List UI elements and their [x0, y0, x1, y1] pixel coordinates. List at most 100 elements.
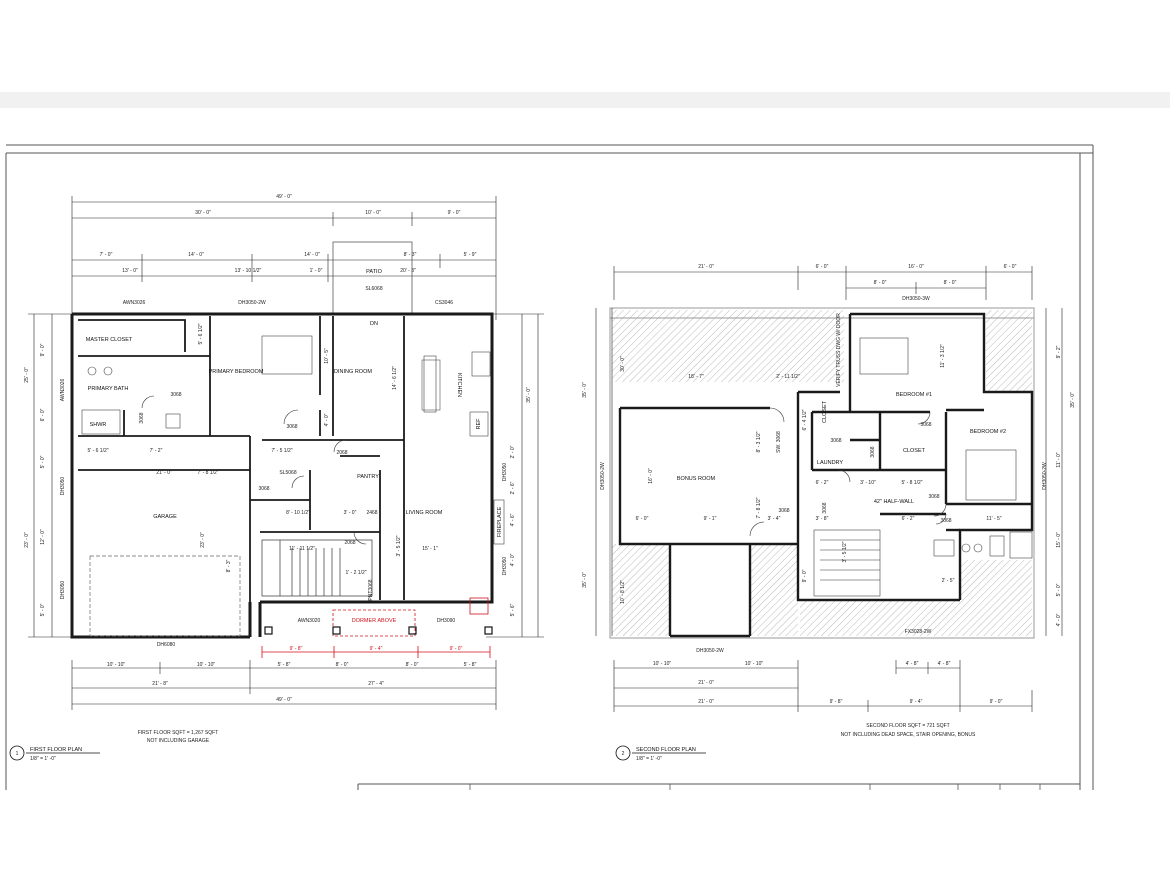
window-tag: CS3046 [435, 300, 453, 306]
door-tag: 3068 [940, 518, 951, 524]
dormer-above [261, 597, 491, 658]
plan1-dimension-lines-side [28, 313, 544, 638]
plan1-dimension-lines-bottom [71, 660, 497, 710]
window-tag: DH3090 [437, 618, 456, 624]
room-label-pantry: PANTRY [357, 474, 379, 480]
door-swings [141, 395, 367, 545]
bed-outline [261, 335, 313, 375]
dim: 49' - 0" [276, 697, 292, 703]
dim: 1' - 2 1/2" [345, 570, 366, 576]
patio-label: PATIO [366, 269, 382, 275]
plan2-stairs [820, 539, 880, 581]
window-tag: DH3050-3W [902, 296, 930, 302]
room-label-dining-room: DINING ROOM [334, 369, 372, 375]
dim: 13' - 0" [122, 268, 138, 274]
plan2-dimension-lines-side [595, 308, 1063, 636]
dim: 7' - 5 1/2" [271, 448, 292, 454]
dim: 3' - 10" [860, 480, 876, 486]
plan2-view-bubble [615, 745, 631, 761]
dim: 8' - 10 1/2" [286, 510, 310, 516]
dim: 14' - 0" [304, 252, 320, 258]
dormer-posts [264, 626, 493, 635]
dim: 6' - 0" [1004, 264, 1017, 270]
plan2-door-swings [749, 407, 947, 537]
dim: 9' - 8" [830, 699, 843, 705]
kitchen-island [423, 355, 437, 413]
window-tag: DH3050 [502, 557, 508, 576]
dim: 9' - 0" [40, 343, 46, 356]
window-tag: DH3050-2W [600, 462, 606, 490]
dim: 9' - 0" [802, 569, 808, 582]
window-tag: DH3050 [60, 477, 66, 496]
plan2-dead-space-hatch [612, 310, 1032, 636]
dim: 4' - 0" [1056, 613, 1062, 626]
dim: 10' - 10" [197, 662, 216, 668]
dim: 15' - 1" [422, 546, 438, 552]
label-fireplace: FIREPLACE [497, 506, 503, 537]
window-tag: DH3050-2W [238, 300, 266, 306]
plan2-view-number: 2 [622, 751, 625, 757]
dim: 23' - 0" [24, 532, 30, 548]
window-tag: DH3050-2W [696, 648, 724, 654]
room-label-kitchen: KITCHEN [456, 373, 462, 397]
dim: 10' - 10" [653, 661, 672, 667]
room-label-primary-bedroom: PRIMARY BEDROOM [209, 369, 264, 375]
dim: 6' - 0" [636, 516, 649, 522]
room-label-closet: CLOSET [822, 400, 828, 423]
plan2-furniture [813, 337, 1033, 597]
dim: 12' - 0" [40, 529, 46, 545]
window-tag: DH3050 [502, 463, 508, 482]
sink [103, 366, 113, 376]
refrigerator [469, 411, 489, 437]
dining-table [421, 359, 441, 411]
room-label-bedroom-1: BEDROOM #1 [896, 392, 932, 398]
dim: 11' - 0" [1056, 452, 1062, 467]
fireplace [493, 499, 505, 545]
dim: 9' - 0" [990, 699, 1003, 705]
dim: 5' - 8" [464, 662, 477, 668]
door-tag: SL6068 [365, 286, 382, 292]
room-label-garage: GARAGE [153, 514, 177, 520]
dim: 18' - 7" [688, 374, 704, 380]
dim: 5' - 8" [278, 662, 291, 668]
door-tag: 2468 [366, 510, 377, 516]
label-half-wall: 42" HALF-WALL [874, 499, 914, 505]
window-tag: FX3028-2W [905, 629, 932, 635]
dim: 10' - 5" [324, 348, 330, 364]
dim: 6' - 2" [816, 480, 829, 486]
dim: 11' - 3 1/2" [940, 344, 946, 368]
dim: 10' - 10" [745, 661, 764, 667]
plan2-roof-outline [609, 307, 1035, 639]
dim: 1' - 0" [310, 268, 323, 274]
door-tag: 2068 [344, 540, 355, 546]
dim: 30' - 0" [620, 356, 626, 372]
plan1-area-note: FIRST FLOOR SQFT = 1,267 SQFT [138, 730, 219, 736]
plan2-area-note-2: NOT INCLUDING DEAD SPACE, STAIR OPENING,… [841, 732, 976, 738]
plan1-title: FIRST FLOOR PLAN [30, 747, 82, 753]
dim: 11' - 5" [986, 516, 1001, 522]
drawing-sheet[interactable] [0, 108, 1170, 798]
dim: 6' - 0" [40, 408, 46, 421]
dim: 35' - 0" [582, 572, 588, 588]
dim: 5' - 8 1/2" [901, 480, 922, 486]
sheet-border [5, 144, 1094, 790]
range [471, 351, 491, 377]
dim: 9' - 2" [1056, 345, 1062, 358]
dim: 5' - 0" [1056, 583, 1062, 596]
dim: 11' - 11 1/2" [289, 546, 315, 552]
dim: 27' - 4" [368, 681, 384, 687]
dim: 3' - 5 1/2" [842, 541, 848, 562]
dim: 6' - 4 1/2" [802, 409, 808, 430]
plan2-scale: 1/8" = 1' -0" [636, 756, 662, 762]
dormer-dim: 9' - 0" [450, 646, 463, 652]
door-tag: SW. 3068 [776, 431, 782, 453]
dim: 4' - 0" [510, 553, 516, 566]
dim: 2' - 0" [510, 445, 516, 458]
door-tag: 2068 [336, 450, 347, 456]
window-tag: DH3050-2W [1042, 462, 1048, 490]
dim: 35' - 0" [526, 387, 532, 403]
dim: 21' - 0" [698, 680, 714, 686]
dim: 23' - 0" [200, 532, 206, 548]
dim: 5' - 6" [510, 603, 516, 616]
